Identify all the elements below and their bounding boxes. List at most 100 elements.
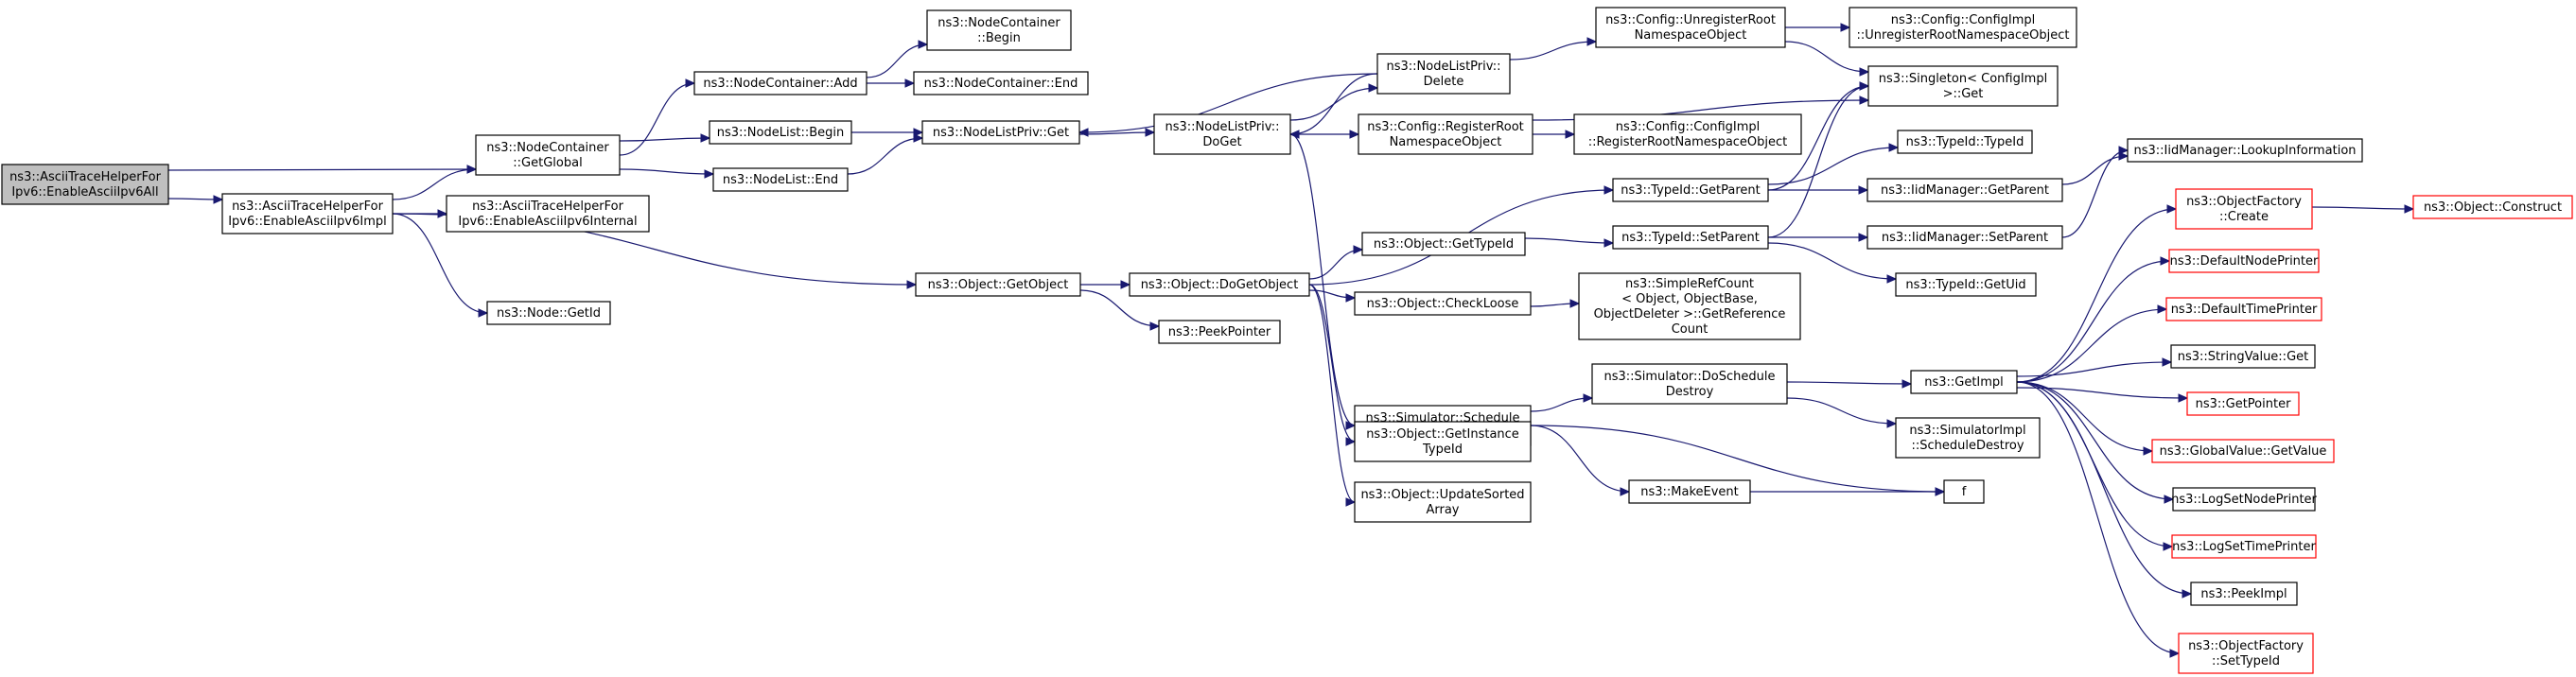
function-node-cfgimpl_reg[interactable]: ns3::Config::ConfigImpl::RegisterRootNam… bbox=[1573, 113, 1802, 155]
function-node-obj_construct[interactable]: ns3::Object::Construct bbox=[2412, 195, 2573, 219]
function-node-box[interactable] bbox=[1129, 272, 1310, 297]
function-node-node_getid[interactable]: ns3::Node::GetId bbox=[486, 301, 611, 325]
function-node-box[interactable] bbox=[921, 120, 1080, 145]
function-node-typeid_setparent[interactable]: ns3::TypeId::SetParent bbox=[1612, 225, 1769, 250]
function-node-box[interactable] bbox=[2168, 249, 2320, 273]
function-node-getpointer[interactable]: ns3::GetPointer bbox=[2186, 391, 2300, 416]
function-node-box[interactable] bbox=[1358, 113, 1533, 155]
function-node-logsetnodeprinter[interactable]: ns3::LogSetNodePrinter bbox=[2171, 487, 2318, 512]
function-node-logsettimeprinter[interactable]: ns3::LogSetTimePrinter bbox=[2171, 534, 2317, 559]
function-node-cfgimpl_unreg[interactable]: ns3::Config::ConfigImpl::UnregisterRootN… bbox=[1849, 7, 2077, 48]
function-node-f[interactable]: f bbox=[1943, 479, 1985, 504]
function-node-box[interactable] bbox=[693, 71, 867, 95]
function-node-box[interactable] bbox=[913, 71, 1089, 95]
function-node-root[interactable]: ns3::AsciiTraceHelperForIpv6::EnableAsci… bbox=[1, 164, 169, 205]
function-node-box[interactable] bbox=[1612, 178, 1769, 202]
function-node-box[interactable] bbox=[1849, 7, 2077, 48]
function-node-box[interactable] bbox=[1866, 225, 2063, 250]
function-node-iid_getparent[interactable]: ns3::IidManager::GetParent bbox=[1866, 178, 2063, 202]
function-node-box[interactable] bbox=[1867, 65, 2059, 107]
function-node-makeevent[interactable]: ns3::MakeEvent bbox=[1628, 479, 1751, 504]
function-node-box[interactable] bbox=[2165, 297, 2322, 321]
function-node-obj_dogetobject[interactable]: ns3::Object::DoGetObject bbox=[1129, 272, 1310, 297]
function-node-box[interactable] bbox=[221, 193, 394, 234]
function-node-box[interactable] bbox=[1153, 113, 1291, 155]
function-node-nc_end[interactable]: ns3::NodeContainer::End bbox=[913, 71, 1089, 95]
function-node-box[interactable] bbox=[2172, 487, 2316, 512]
function-node-box[interactable] bbox=[446, 195, 650, 233]
function-node-box[interactable] bbox=[1354, 481, 1532, 523]
function-node-nl_begin[interactable]: ns3::NodeList::Begin bbox=[709, 120, 852, 145]
function-node-box[interactable] bbox=[2178, 633, 2314, 674]
function-node-peekimpl[interactable]: ns3::PeekImpl bbox=[2190, 582, 2298, 606]
function-node-box[interactable] bbox=[926, 9, 1072, 51]
function-node-box[interactable] bbox=[1595, 7, 1786, 48]
function-node-obj_checkloose[interactable]: ns3::Object::CheckLoose bbox=[1354, 291, 1532, 316]
function-node-box[interactable] bbox=[1895, 417, 2041, 459]
function-node-box[interactable] bbox=[2190, 582, 2298, 606]
function-node-stringvalue_get[interactable]: ns3::StringValue::Get bbox=[2170, 344, 2316, 369]
function-node-box[interactable] bbox=[2186, 391, 2300, 416]
function-node-objfactory_create[interactable]: ns3::ObjectFactory::Create bbox=[2175, 188, 2313, 230]
function-node-defaulttimeprinter[interactable]: ns3::DefaultTimePrinter bbox=[2165, 297, 2322, 321]
function-node-peekpointer[interactable]: ns3::PeekPointer bbox=[1158, 320, 1281, 344]
function-node-box[interactable] bbox=[1910, 370, 2018, 394]
function-node-objfactory_settypeid[interactable]: ns3::ObjectFactory::SetTypeId bbox=[2178, 633, 2314, 674]
function-node-label: ::UnregisterRootNamespaceObject bbox=[1857, 28, 2070, 43]
function-node-box[interactable] bbox=[712, 167, 849, 192]
function-node-enable_impl[interactable]: ns3::AsciiTraceHelperForIpv6::EnableAsci… bbox=[221, 193, 394, 234]
function-node-box[interactable] bbox=[1866, 178, 2063, 202]
function-node-cfg_unreg[interactable]: ns3::Config::UnregisterRootNamespaceObje… bbox=[1595, 7, 1786, 48]
function-node-box[interactable] bbox=[915, 272, 1081, 297]
function-node-box[interactable] bbox=[1895, 272, 2037, 297]
function-node-typeid_typeid[interactable]: ns3::TypeId::TypeId bbox=[1897, 130, 2033, 154]
function-node-singleton_get[interactable]: ns3::Singleton< ConfigImpl >::Get bbox=[1867, 65, 2059, 107]
function-node-box[interactable] bbox=[2175, 188, 2313, 230]
function-node-getimpl[interactable]: ns3::GetImpl bbox=[1910, 370, 2018, 394]
function-node-nlp_delete[interactable]: ns3::NodeListPriv::Delete bbox=[1376, 53, 1511, 95]
function-node-simplerefcount[interactable]: ns3::SimpleRefCount< Object, ObjectBase,… bbox=[1578, 272, 1801, 340]
function-node-enable_internal[interactable]: ns3::AsciiTraceHelperForIpv6::EnableAsci… bbox=[446, 195, 650, 233]
function-node-box[interactable] bbox=[2412, 195, 2573, 219]
function-node-defaultnodeprinter[interactable]: ns3::DefaultNodePrinter bbox=[2168, 249, 2320, 273]
function-node-iid_setparent[interactable]: ns3::IidManager::SetParent bbox=[1866, 225, 2063, 250]
function-node-box[interactable] bbox=[475, 134, 621, 176]
function-node-box[interactable] bbox=[709, 120, 852, 145]
function-node-box[interactable] bbox=[1354, 421, 1532, 462]
function-node-cfg_reg[interactable]: ns3::Config::RegisterRootNamespaceObject bbox=[1358, 113, 1533, 155]
function-node-box[interactable] bbox=[1, 164, 169, 205]
function-node-typeid_getparent[interactable]: ns3::TypeId::GetParent bbox=[1612, 178, 1769, 202]
function-node-box[interactable] bbox=[1591, 363, 1788, 405]
function-node-box[interactable] bbox=[2170, 344, 2316, 369]
function-node-obj_gettypeid[interactable]: ns3::Object::GetTypeId bbox=[1361, 232, 1526, 256]
function-node-box[interactable] bbox=[1354, 291, 1532, 316]
function-node-nc_add[interactable]: ns3::NodeContainer::Add bbox=[693, 71, 867, 95]
function-node-box[interactable] bbox=[1361, 232, 1526, 256]
function-node-box[interactable] bbox=[486, 301, 611, 325]
function-node-globalvalue_getvalue[interactable]: ns3::GlobalValue::GetValue bbox=[2151, 439, 2335, 463]
function-node-iid_lookup[interactable]: ns3::IidManager::LookupInformation bbox=[2127, 138, 2363, 163]
function-node-nlp_doget[interactable]: ns3::NodeListPriv::DoGet bbox=[1153, 113, 1291, 155]
function-node-box[interactable] bbox=[1943, 479, 1985, 504]
function-node-box[interactable] bbox=[1897, 130, 2033, 154]
function-node-box[interactable] bbox=[1158, 320, 1281, 344]
function-node-nc_getglobal[interactable]: ns3::NodeContainer::GetGlobal bbox=[475, 134, 621, 176]
function-node-nc_begin[interactable]: ns3::NodeContainer::Begin bbox=[926, 9, 1072, 51]
function-node-obj_getobject[interactable]: ns3::Object::GetObject bbox=[915, 272, 1081, 297]
function-node-simimpl_schedule_destroy[interactable]: ns3::SimulatorImpl::ScheduleDestroy bbox=[1895, 417, 2041, 459]
function-node-box[interactable] bbox=[1573, 113, 1802, 155]
function-node-box[interactable] bbox=[1578, 272, 1801, 340]
function-node-box[interactable] bbox=[1376, 53, 1511, 95]
function-node-box[interactable] bbox=[1612, 225, 1769, 250]
function-node-nl_end[interactable]: ns3::NodeList::End bbox=[712, 167, 849, 192]
function-node-box[interactable] bbox=[2171, 534, 2317, 559]
call-edge-getimpl-to-defaultnodeprinter bbox=[2016, 256, 2171, 383]
function-node-box[interactable] bbox=[1628, 479, 1751, 504]
function-node-typeid_getuid[interactable]: ns3::TypeId::GetUid bbox=[1895, 272, 2037, 297]
function-node-box[interactable] bbox=[2151, 439, 2335, 463]
function-node-box[interactable] bbox=[2127, 138, 2363, 163]
function-node-nlp_get[interactable]: ns3::NodeListPriv::Get bbox=[921, 120, 1080, 145]
